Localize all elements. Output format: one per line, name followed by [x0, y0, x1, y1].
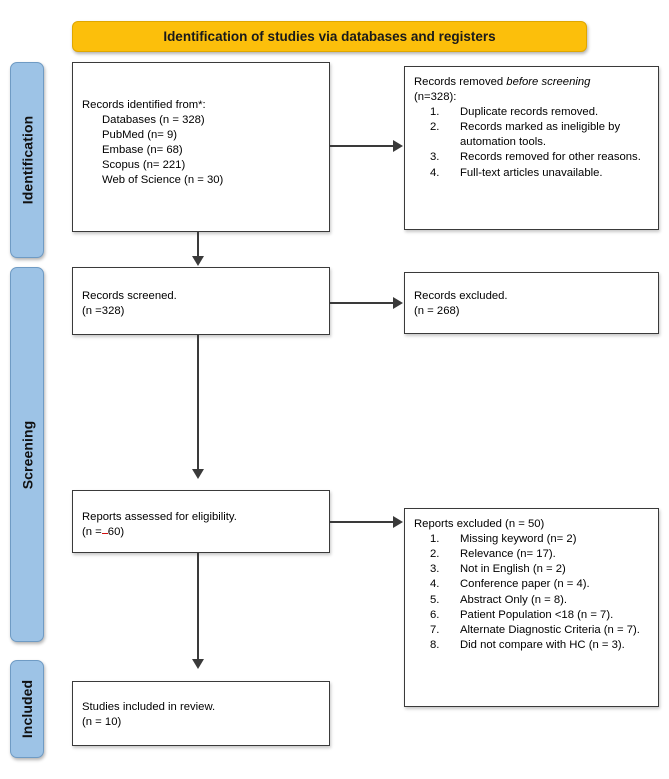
studies-included-line2: (n = 10)	[82, 716, 122, 729]
source-item: PubMed (n= 9)	[102, 129, 178, 142]
eligibility-count-prefix: (n =	[82, 526, 102, 539]
reason-item: Records removed for other reasons.	[430, 150, 641, 165]
stage-bar-screening: Screening	[10, 267, 44, 642]
reason-item: Alternate Diagnostic Criteria (n = 7).	[430, 623, 640, 638]
arrowhead-eligibility-to-included	[192, 659, 204, 669]
records-removed-heading: Records removed before screening	[414, 75, 649, 90]
reason-item: Abstract Only (n = 8).	[430, 593, 568, 608]
connector-eligibility-to-reports-excluded	[330, 521, 394, 523]
connector-identified-to-removed	[330, 145, 394, 147]
reports-excluded-reason-list: Missing keyword (n= 2) Relevance (n= 17)…	[414, 532, 649, 653]
records-identified-source-list: Databases (n = 328) PubMed (n= 9) Embase…	[82, 113, 320, 188]
source-item: Scopus (n= 221)	[102, 159, 186, 172]
diagram-title-banner: Identification of studies via databases …	[72, 21, 587, 52]
box-records-identified: Records identified from*: Databases (n =…	[72, 62, 330, 232]
stage-label-included: Included	[19, 679, 36, 739]
records-removed-reason-list: Duplicate records removed. Records marke…	[414, 105, 649, 181]
box-records-removed-before-screening: Records removed before screening (n=328)…	[404, 66, 659, 230]
source-item: Embase (n= 68)	[102, 144, 183, 157]
reason-item: Missing keyword (n= 2)	[430, 532, 577, 547]
spellcheck-underline-artifact	[101, 533, 108, 535]
reason-item: Full-text articles unavailable.	[430, 166, 603, 181]
connector-eligibility-to-included	[197, 553, 199, 661]
stage-label-screening: Screening	[19, 420, 35, 489]
connector-screened-to-excluded	[330, 302, 394, 304]
connector-identified-to-screened	[197, 232, 199, 258]
reason-item: Relevance (n= 17).	[430, 547, 556, 562]
arrowhead-screened-to-excluded	[393, 297, 403, 309]
reason-item: Not in English (n = 2)	[430, 562, 566, 577]
studies-included-line1: Studies included in review.	[82, 701, 216, 713]
records-removed-heading-italic: before screening	[506, 76, 591, 88]
stage-label-identification: Identification	[19, 115, 36, 205]
reason-item: Patient Population <18 (n = 7).	[430, 608, 614, 623]
reason-item: Did not compare with HC (n = 3).	[430, 638, 625, 653]
source-item: Web of Science (n = 30)	[102, 174, 224, 187]
records-removed-count: (n=328):	[414, 91, 457, 104]
source-item: Databases (n = 328)	[102, 114, 205, 127]
arrowhead-screened-to-eligibility	[192, 469, 204, 479]
box-studies-included: Studies included in review. (n = 10)	[72, 681, 330, 746]
eligibility-line1: Reports assessed for eligibility.	[82, 511, 237, 523]
records-identified-heading: Records identified from*:	[82, 99, 206, 111]
reports-excluded-heading: Reports excluded (n = 50)	[414, 518, 545, 530]
reason-item: Duplicate records removed.	[430, 105, 599, 120]
records-excluded-line2: (n = 268)	[414, 305, 460, 318]
box-reports-excluded: Reports excluded (n = 50) Missing keywor…	[404, 508, 659, 707]
eligibility-line2: (n = 60)	[82, 525, 320, 540]
box-reports-assessed-eligibility: Reports assessed for eligibility. (n = 60…	[72, 490, 330, 553]
box-records-screened: Records screened. (n =328)	[72, 267, 330, 335]
records-excluded-line1: Records excluded.	[414, 290, 508, 302]
records-removed-heading-plain: Records removed	[414, 76, 507, 88]
arrowhead-identified-to-removed	[393, 140, 403, 152]
box-records-excluded: Records excluded. (n = 268)	[404, 272, 659, 334]
records-screened-line1: Records screened.	[82, 290, 177, 302]
stage-bar-included: Included	[10, 660, 44, 758]
reason-item: Conference paper (n = 4).	[430, 577, 590, 592]
connector-screened-to-eligibility	[197, 335, 199, 471]
records-screened-line2: (n =328)	[82, 305, 125, 318]
eligibility-count-suffix: 60)	[107, 526, 125, 539]
arrowhead-identified-to-screened	[192, 256, 204, 266]
reason-item: Records marked as ineligible by automati…	[430, 120, 621, 149]
diagram-title: Identification of studies via databases …	[163, 29, 496, 44]
stage-bar-identification: Identification	[10, 62, 44, 258]
arrowhead-eligibility-to-reports-excluded	[393, 516, 403, 528]
